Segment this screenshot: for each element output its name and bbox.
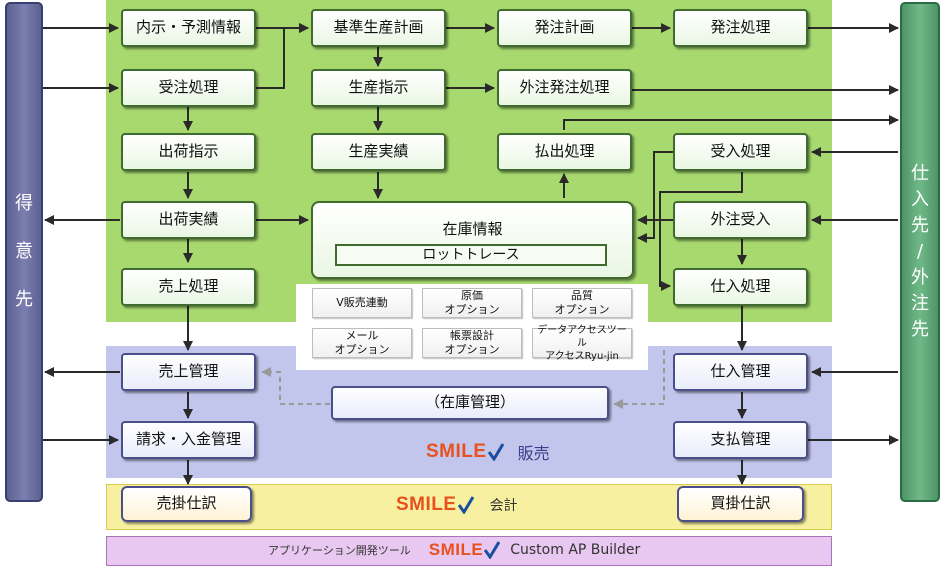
naiji-yosoku-box[interactable]: 内示・予測情報 — [121, 9, 256, 47]
smile-hanbai-brand: SMILE 販売 — [426, 440, 550, 464]
zaiko-joho-box[interactable]: 在庫情報 — [311, 201, 634, 279]
v-hanbai-option[interactable]: V販売連動 — [312, 288, 412, 318]
ap-builder-band — [106, 536, 832, 566]
customer-char-2: 意 — [15, 240, 33, 262]
ukeire-box[interactable]: 受入処理 — [673, 133, 808, 171]
shukka-jisseki-box[interactable]: 出荷実績 — [121, 201, 256, 239]
customer-char-1: 得 — [15, 192, 33, 214]
supplier-char-1: 仕 — [911, 162, 929, 184]
smile-logo-text: SMILE — [428, 540, 484, 559]
hatchu-shori-box[interactable]: 発注処理 — [673, 9, 808, 47]
kaikake-shiwake-label: 買掛仕訳 — [710, 494, 771, 513]
seisan-jisseki-label: 生産実績 — [348, 142, 409, 161]
supplier-char-5: 外 — [911, 267, 929, 289]
ukeire-label: 受入処理 — [710, 142, 771, 161]
smile-ap-builder-brand: アプリケーション開発ツール SMILE Custom AP Builder — [268, 540, 640, 560]
seisan-shiji-box[interactable]: 生産指示 — [311, 69, 446, 107]
uriage-kanri-label: 売上管理 — [158, 362, 219, 381]
genka-option[interactable]: 原価 オプション — [422, 288, 522, 318]
smile-check-icon — [487, 443, 504, 461]
kijun-seisan-keikaku-box[interactable]: 基準生産計画 — [311, 9, 446, 47]
shiire-shori-label: 仕入処理 — [710, 277, 771, 296]
mail-option[interactable]: メール オプション — [312, 328, 412, 358]
smile-logo-text: SMILE — [426, 441, 487, 462]
zaiko-joho-label: 在庫情報 — [442, 220, 503, 238]
shiire-shori-box[interactable]: 仕入処理 — [673, 268, 808, 306]
supplier-char-7: 先 — [911, 319, 929, 341]
gaichu-hatchu-box[interactable]: 外注発注処理 — [497, 69, 632, 107]
smile-check-icon — [484, 541, 501, 559]
gaichu-hatchu-label: 外注発注処理 — [519, 78, 610, 97]
kaikei-label: 会計 — [489, 498, 518, 514]
data-access-option[interactable]: データアクセスツール アクセスRyu-jin — [532, 325, 632, 362]
ap-tool-label: アプリケーション開発ツール — [268, 544, 411, 557]
lot-trace-label: ロットトレース — [422, 246, 520, 263]
seisan-jisseki-box[interactable]: 生産実績 — [311, 133, 446, 171]
smile-kaikei-brand: SMILE 会計 — [396, 494, 518, 516]
seisan-shiji-label: 生産指示 — [348, 78, 409, 97]
hinshitsu-option[interactable]: 品質 オプション — [532, 288, 632, 318]
mail-label: メール オプション — [334, 328, 390, 356]
haraidashi-label: 払出処理 — [534, 142, 595, 161]
gaichu-ukeire-label: 外注受入 — [710, 210, 771, 229]
supplier-char-3: 先 — [911, 214, 929, 236]
zaiko-kanri-box[interactable]: （在庫管理） — [331, 386, 609, 420]
urikake-shiwake-box[interactable]: 売掛仕訳 — [121, 486, 252, 522]
kaikake-shiwake-box[interactable]: 買掛仕訳 — [677, 486, 804, 522]
hanbai-label: 販売 — [517, 444, 550, 463]
supplier-char-2: 入 — [911, 188, 929, 210]
uriage-shori-box[interactable]: 売上処理 — [121, 268, 256, 306]
smile-logo-text: SMILE — [396, 494, 457, 515]
ap-builder-label: Custom AP Builder — [510, 542, 641, 558]
customer-bar: 得 意 先 — [5, 2, 43, 502]
supplier-bar: 仕 入 先 / 外 注 先 — [900, 2, 940, 502]
v-hanbai-label: V販売連動 — [336, 295, 388, 309]
shiharai-kanri-box[interactable]: 支払管理 — [673, 421, 808, 459]
juchu-shori-box[interactable]: 受注処理 — [121, 69, 256, 107]
gaichu-ukeire-box[interactable]: 外注受入 — [673, 201, 808, 239]
hinshitsu-label: 品質 オプション — [554, 288, 610, 316]
seikyu-nyukin-label: 請求・入金管理 — [135, 430, 241, 449]
hatchu-keikaku-label: 発注計画 — [534, 18, 595, 37]
kijun-seisan-keikaku-label: 基準生産計画 — [333, 18, 424, 37]
shukka-shiji-label: 出荷指示 — [158, 142, 219, 161]
hatchu-shori-label: 発注処理 — [710, 18, 771, 37]
supplier-char-6: 注 — [911, 293, 929, 315]
shukka-shiji-box[interactable]: 出荷指示 — [121, 133, 256, 171]
naiji-yosoku-label: 内示・予測情報 — [135, 18, 241, 37]
juchu-shori-label: 受注処理 — [158, 78, 219, 97]
data-access-label: データアクセスツール アクセスRyu-jin — [537, 324, 627, 362]
urikake-shiwake-label: 売掛仕訳 — [156, 494, 217, 513]
customer-char-3: 先 — [15, 289, 33, 311]
genka-label: 原価 オプション — [444, 288, 500, 316]
shiire-kanri-label: 仕入管理 — [710, 362, 771, 381]
haraidashi-box[interactable]: 払出処理 — [497, 133, 632, 171]
hatchu-keikaku-box[interactable]: 発注計画 — [497, 9, 632, 47]
shukka-jisseki-label: 出荷実績 — [158, 210, 219, 229]
chohyo-option[interactable]: 帳票設計 オプション — [422, 328, 522, 358]
zaiko-kanri-label: （在庫管理） — [424, 393, 515, 412]
chohyo-label: 帳票設計 オプション — [444, 328, 500, 356]
uriage-shori-label: 売上処理 — [158, 277, 219, 296]
supplier-char-4: / — [916, 240, 924, 262]
lot-trace-box[interactable]: ロットトレース — [335, 244, 607, 266]
seikyu-nyukin-box[interactable]: 請求・入金管理 — [121, 421, 256, 459]
uriage-kanri-box[interactable]: 売上管理 — [121, 353, 256, 391]
shiharai-kanri-label: 支払管理 — [710, 430, 771, 449]
smile-check-icon — [457, 496, 474, 514]
shiire-kanri-box[interactable]: 仕入管理 — [673, 353, 808, 391]
